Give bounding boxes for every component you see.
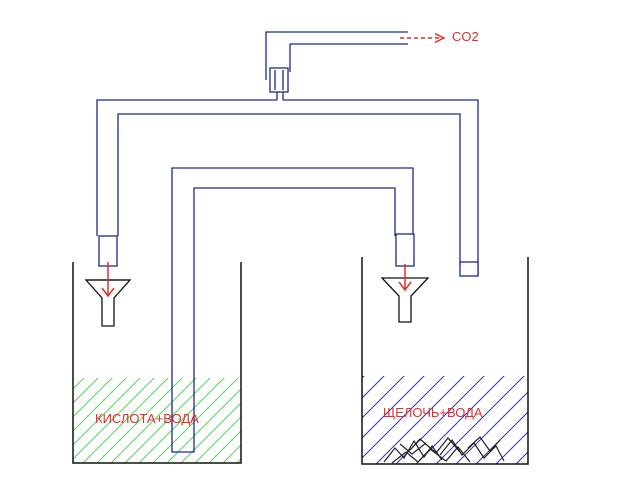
right-funnel	[380, 233, 430, 323]
left-vessel-outline	[72, 262, 242, 464]
right-vessel	[361, 257, 529, 465]
solid-pieces	[383, 436, 505, 464]
tube-joint	[269, 67, 289, 93]
manifold-inner	[117, 113, 461, 266]
right-outlet-stub	[459, 261, 479, 277]
manifold-outer	[96, 99, 479, 276]
flow-arrows	[101, 38, 444, 298]
left-vessel	[72, 262, 242, 464]
left-flow-arrow	[101, 262, 115, 298]
right-flow-arrow	[398, 264, 412, 292]
right-vessel-outline	[361, 257, 529, 465]
tubes	[96, 31, 479, 453]
left-funnel	[84, 235, 132, 327]
acid-liquid	[73, 378, 241, 463]
outlet-tube	[265, 31, 408, 80]
alkali-liquid	[362, 376, 528, 464]
siphon-inner	[193, 187, 396, 448]
siphon-outer	[171, 167, 414, 448]
